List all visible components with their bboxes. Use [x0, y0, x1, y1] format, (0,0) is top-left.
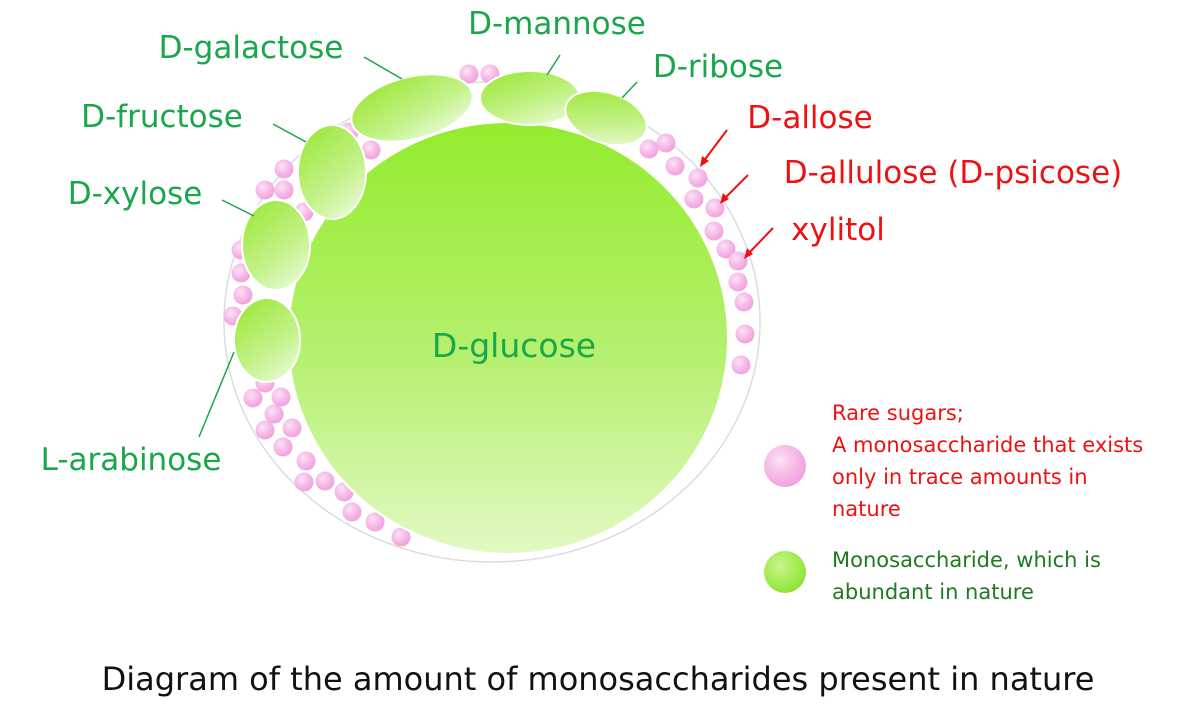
- rare-sugar-dot: [273, 437, 293, 457]
- l-arabinose-label: L-arabinose: [41, 442, 222, 478]
- d-fructose-oval: [297, 124, 367, 220]
- leader-line: [272, 123, 307, 143]
- d-ribose-oval: [564, 89, 648, 147]
- rare-sugar-dot: [271, 387, 291, 407]
- rare-sugar-dot: [731, 355, 751, 375]
- d-galactose-label: D-galactose: [159, 30, 344, 66]
- rare-sugar-dot: [728, 251, 748, 271]
- diagram-caption: Diagram of the amount of monosaccharides…: [102, 660, 1095, 698]
- rare-sugar-dot: [735, 324, 755, 344]
- rare-sugar-arrows: [700, 129, 774, 259]
- rare-sugar-dot: [294, 472, 314, 492]
- d-xylose-oval: [241, 199, 311, 291]
- rare-sugar-dot: [274, 159, 294, 179]
- d-ribose-label: D-ribose: [653, 49, 783, 85]
- rare-sugar-dot: [391, 527, 411, 547]
- rare-sugar-dot: [704, 221, 724, 241]
- rare-sugar-dot: [255, 180, 275, 200]
- rare-sugar-dot: [656, 133, 676, 153]
- rare-sugar-dot: [342, 502, 362, 522]
- d-galactose-oval: [350, 73, 474, 143]
- rare-sugar-dot: [264, 404, 284, 424]
- rare-sugar-dot: [728, 272, 748, 292]
- rare-sugar-dot: [459, 64, 479, 84]
- rare-sugar-dot: [274, 180, 294, 200]
- rare-sugar-dot: [716, 239, 736, 259]
- legend-rare-line-1: Rare sugars;: [832, 401, 964, 425]
- leader-line: [363, 56, 403, 80]
- rare-sugar-dot: [365, 512, 385, 532]
- leader-line: [546, 54, 561, 76]
- leader-line: [198, 351, 235, 438]
- rare-sugar-dot: [315, 471, 335, 491]
- rare-sugar-dot: [255, 420, 275, 440]
- legend-common-line-1: Monosaccharide, which is: [832, 548, 1101, 572]
- rare-sugar-dot: [296, 451, 316, 471]
- arrow-xylitol: [747, 227, 774, 255]
- rare-sugar-dot: [688, 168, 708, 188]
- leader-lines: [198, 54, 638, 438]
- arrow-head: [700, 156, 709, 167]
- d-allulose-label: D-allulose (D-psicose): [784, 155, 1123, 191]
- l-arabinose-oval: [233, 297, 301, 383]
- legend-common-line-2: abundant in nature: [832, 580, 1034, 604]
- rare-sugar-dot: [243, 388, 263, 408]
- arrow-d-allulose: [723, 174, 749, 200]
- rare-sugar-dot: [282, 418, 302, 438]
- leader-line: [621, 81, 638, 99]
- common-sugar-ovals: [233, 70, 648, 383]
- arrow-head: [720, 193, 729, 204]
- d-xylose-label: D-xylose: [68, 176, 203, 212]
- d-mannose-label: D-mannose: [468, 6, 646, 42]
- d-glucose-label: D-glucose: [432, 326, 596, 365]
- rare-sugar-dot: [734, 292, 754, 312]
- rare-sugar-dot: [684, 189, 704, 209]
- rare-sugar-dot: [639, 139, 659, 159]
- legend-common-swatch: [764, 551, 806, 593]
- rare-sugar-dot: [705, 198, 725, 218]
- legend-rare-swatch: [764, 445, 806, 487]
- legend-rare-line-4: nature: [832, 497, 901, 521]
- xylitol-label: xylitol: [791, 212, 885, 248]
- d-fructose-label: D-fructose: [81, 99, 243, 135]
- legend-rare-line-2: A monosaccharide that exists: [832, 433, 1143, 457]
- legend-rare-line-3: only in trace amounts in: [832, 465, 1088, 489]
- leader-line: [221, 199, 255, 217]
- d-mannose-oval: [479, 70, 581, 126]
- rare-sugar-dot: [233, 285, 253, 305]
- arrow-d-allose: [702, 129, 728, 163]
- arrow-head: [744, 248, 753, 259]
- legend: Rare sugars; A monosaccharide that exist…: [764, 401, 1143, 604]
- d-allose-label: D-allose: [747, 100, 872, 136]
- rare-sugar-dot: [361, 140, 381, 160]
- rare-sugar-dot: [665, 156, 685, 176]
